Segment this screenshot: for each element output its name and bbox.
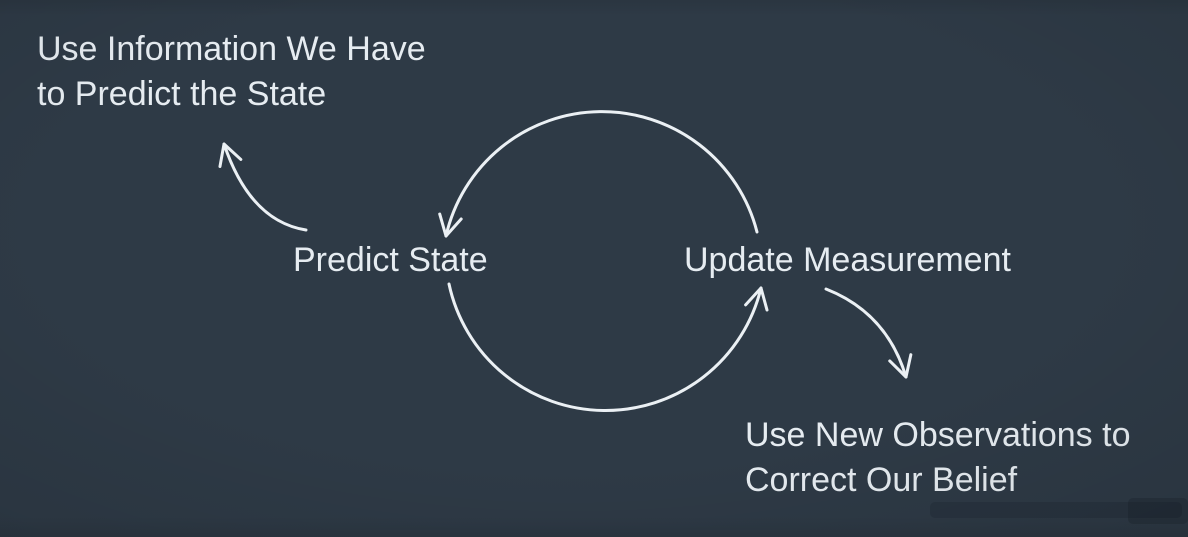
arrow-to-update-note <box>824 287 913 379</box>
cycle-top-arc-arrow <box>438 110 759 238</box>
predict-annotation: Use Information We Have to Predict the S… <box>37 27 426 117</box>
node-predict-state: Predict State <box>293 241 488 279</box>
update-annotation-line2: Correct Our Belief <box>745 461 1018 499</box>
cycle-bottom-arc-arrow <box>447 282 769 412</box>
update-annotation: Use New Observations to Correct Our Beli… <box>745 413 1131 503</box>
node-update-measurement: Update Measurement <box>684 241 1011 279</box>
arrow-to-predict-note <box>218 142 308 232</box>
update-annotation-line1: Use New Observations to <box>745 416 1131 454</box>
predict-annotation-line2: to Predict the State <box>37 75 327 113</box>
predict-annotation-line1: Use Information We Have <box>37 30 426 68</box>
